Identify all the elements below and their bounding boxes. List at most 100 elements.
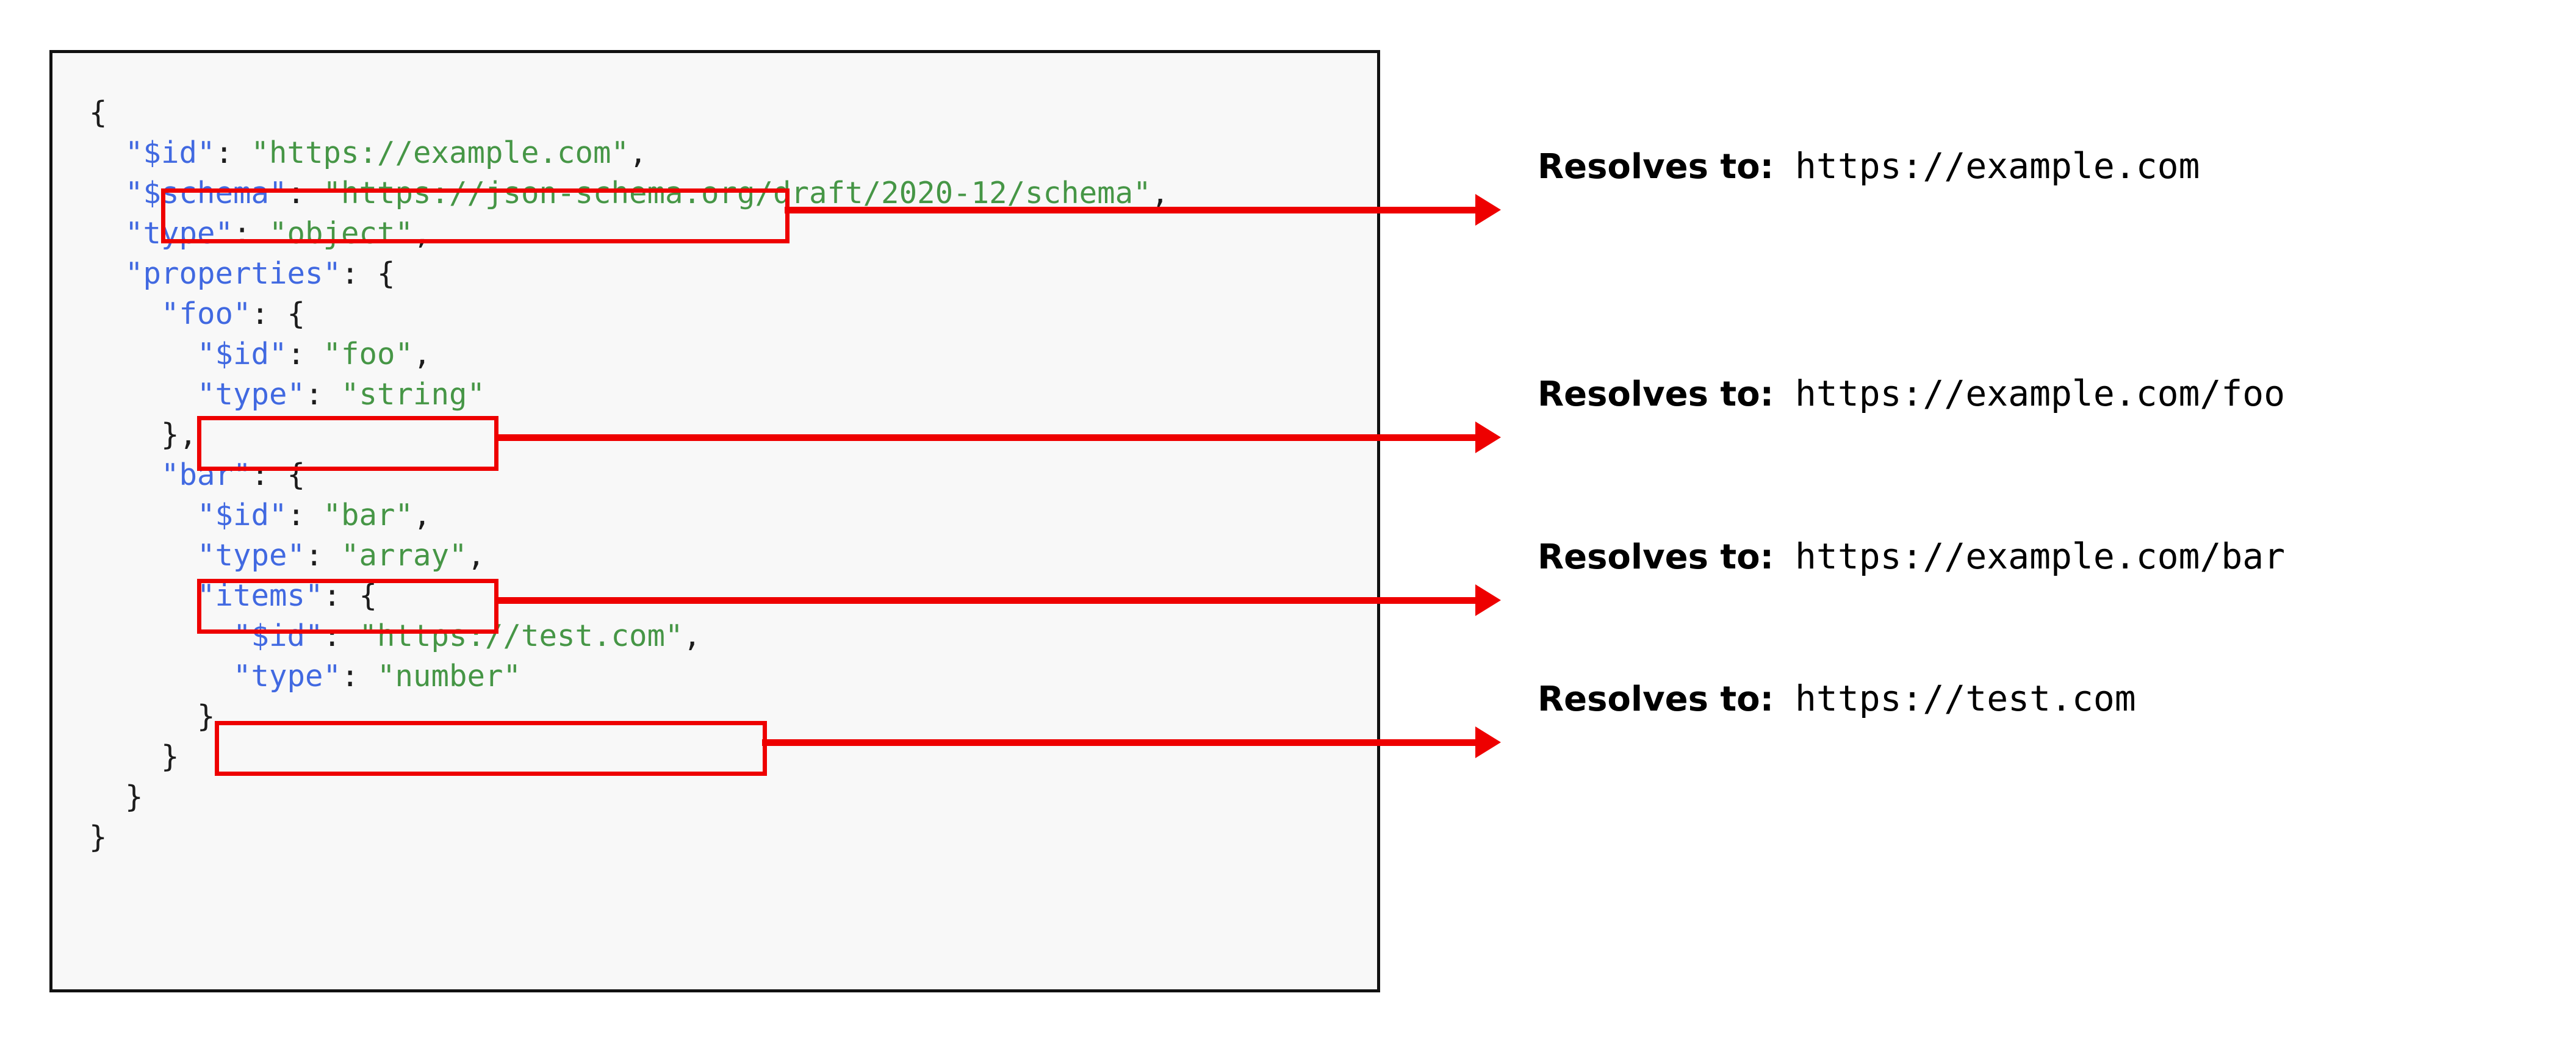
code-line: "$id": "https://example.com", [89, 133, 1169, 173]
code-indent [89, 216, 125, 251]
json-string: "https://json-schema.org/draft/2020-12/s… [323, 176, 1151, 210]
json-schema-code-panel: { "$id": "https://example.com", "$schema… [49, 50, 1380, 992]
json-key: "properties" [125, 256, 342, 291]
annotation-bar: Resolves to: https://example.com/bar [1538, 539, 2285, 575]
code-indent [89, 256, 125, 291]
json-key: "$schema" [125, 176, 287, 210]
connector-foo-arrowhead [1475, 421, 1501, 453]
json-key: "$id" [197, 498, 287, 532]
code-line: "type": "number" [89, 656, 1169, 697]
connector-bar-arrowhead [1475, 584, 1501, 616]
json-code-listing: { "$id": "https://example.com", "$schema… [89, 93, 1169, 858]
code-indent [89, 739, 161, 774]
json-key: "items" [197, 578, 323, 613]
json-punctuation: : [305, 377, 342, 412]
code-indent [89, 457, 161, 492]
json-punctuation: : { [251, 457, 306, 492]
json-key: "$id" [197, 337, 287, 371]
code-line: } [89, 737, 1169, 777]
json-string: "bar" [323, 498, 414, 532]
json-punctuation: : [215, 135, 251, 170]
json-punctuation: : { [251, 296, 306, 331]
code-line: } [89, 817, 1169, 858]
json-string: "string" [341, 377, 486, 412]
connector-root-arrowhead [1475, 194, 1501, 226]
json-punctuation: , [683, 618, 702, 653]
annotation-spacer [1774, 536, 1795, 577]
json-string: "object" [269, 216, 414, 251]
json-string: "number" [377, 659, 522, 694]
resolves-to-label: Resolves to: [1538, 537, 1774, 577]
code-line: "$id": "https://test.com", [89, 616, 1169, 656]
code-indent [89, 417, 161, 452]
json-punctuation: , [413, 216, 431, 251]
resolved-uri: https://example.com/foo [1794, 373, 2286, 414]
code-indent [89, 176, 125, 210]
json-key: "type" [197, 377, 306, 412]
code-line: "$id": "foo", [89, 334, 1169, 375]
json-punctuation: : [287, 498, 323, 532]
json-punctuation: : [287, 337, 323, 371]
json-key: "type" [125, 216, 234, 251]
json-punctuation: , [467, 538, 486, 573]
code-line: "type": "string" [89, 375, 1169, 415]
code-line: "foo": { [89, 294, 1169, 334]
json-key: "$id" [125, 135, 215, 170]
resolved-uri: https://example.com/bar [1794, 536, 2286, 577]
json-punctuation: : [341, 659, 378, 694]
json-punctuation: } [197, 699, 215, 734]
json-key: "bar" [161, 457, 251, 492]
json-punctuation: } [125, 780, 143, 814]
json-punctuation: : { [323, 578, 378, 613]
code-indent [89, 578, 197, 613]
resolves-to-label: Resolves to: [1538, 147, 1774, 187]
json-punctuation: , [629, 135, 647, 170]
code-indent [89, 377, 197, 412]
json-key: "foo" [161, 296, 251, 331]
json-punctuation: , [1151, 176, 1170, 210]
annotation-root: Resolves to: https://example.com [1538, 148, 2200, 184]
annotation-spacer [1774, 145, 1795, 187]
json-punctuation: } [161, 739, 179, 774]
json-string: "https://test.com" [359, 618, 683, 653]
json-punctuation: : [233, 216, 270, 251]
code-line: "bar": { [89, 455, 1169, 495]
annotation-spacer [1774, 373, 1795, 414]
code-indent [89, 618, 233, 653]
code-indent [89, 780, 125, 814]
code-indent [89, 699, 197, 734]
code-indent [89, 659, 233, 694]
code-line: "items": { [89, 576, 1169, 616]
json-string: "foo" [323, 337, 414, 371]
json-key: "$id" [233, 618, 323, 653]
connector-items-arrowhead [1475, 726, 1501, 758]
code-line: "properties": { [89, 254, 1169, 294]
json-punctuation: { [89, 95, 107, 130]
code-line: "$id": "bar", [89, 495, 1169, 536]
json-punctuation: , [413, 337, 431, 371]
json-punctuation: } [89, 820, 107, 855]
connector-bar-line [494, 597, 1475, 604]
code-line: }, [89, 415, 1169, 455]
code-line: { [89, 93, 1169, 133]
json-key: "type" [197, 538, 306, 573]
resolves-to-label: Resolves to: [1538, 375, 1774, 414]
resolved-uri: https://example.com [1794, 145, 2200, 187]
json-punctuation: }, [161, 417, 198, 452]
json-punctuation: : [323, 618, 359, 653]
json-punctuation: , [413, 498, 431, 532]
resolved-uri: https://test.com [1794, 678, 2136, 719]
code-line: "$schema": "https://json-schema.org/draf… [89, 173, 1169, 213]
connector-root-line [785, 207, 1475, 213]
resolves-to-label: Resolves to: [1538, 679, 1774, 719]
code-line: } [89, 697, 1169, 737]
connector-foo-line [494, 434, 1475, 441]
code-indent [89, 498, 197, 532]
json-string: "https://example.com" [251, 135, 630, 170]
code-line: } [89, 777, 1169, 817]
json-string: "array" [341, 538, 467, 573]
code-line: "type": "array", [89, 536, 1169, 576]
json-punctuation: : [287, 176, 323, 210]
code-indent [89, 538, 197, 573]
json-punctuation: : [305, 538, 342, 573]
